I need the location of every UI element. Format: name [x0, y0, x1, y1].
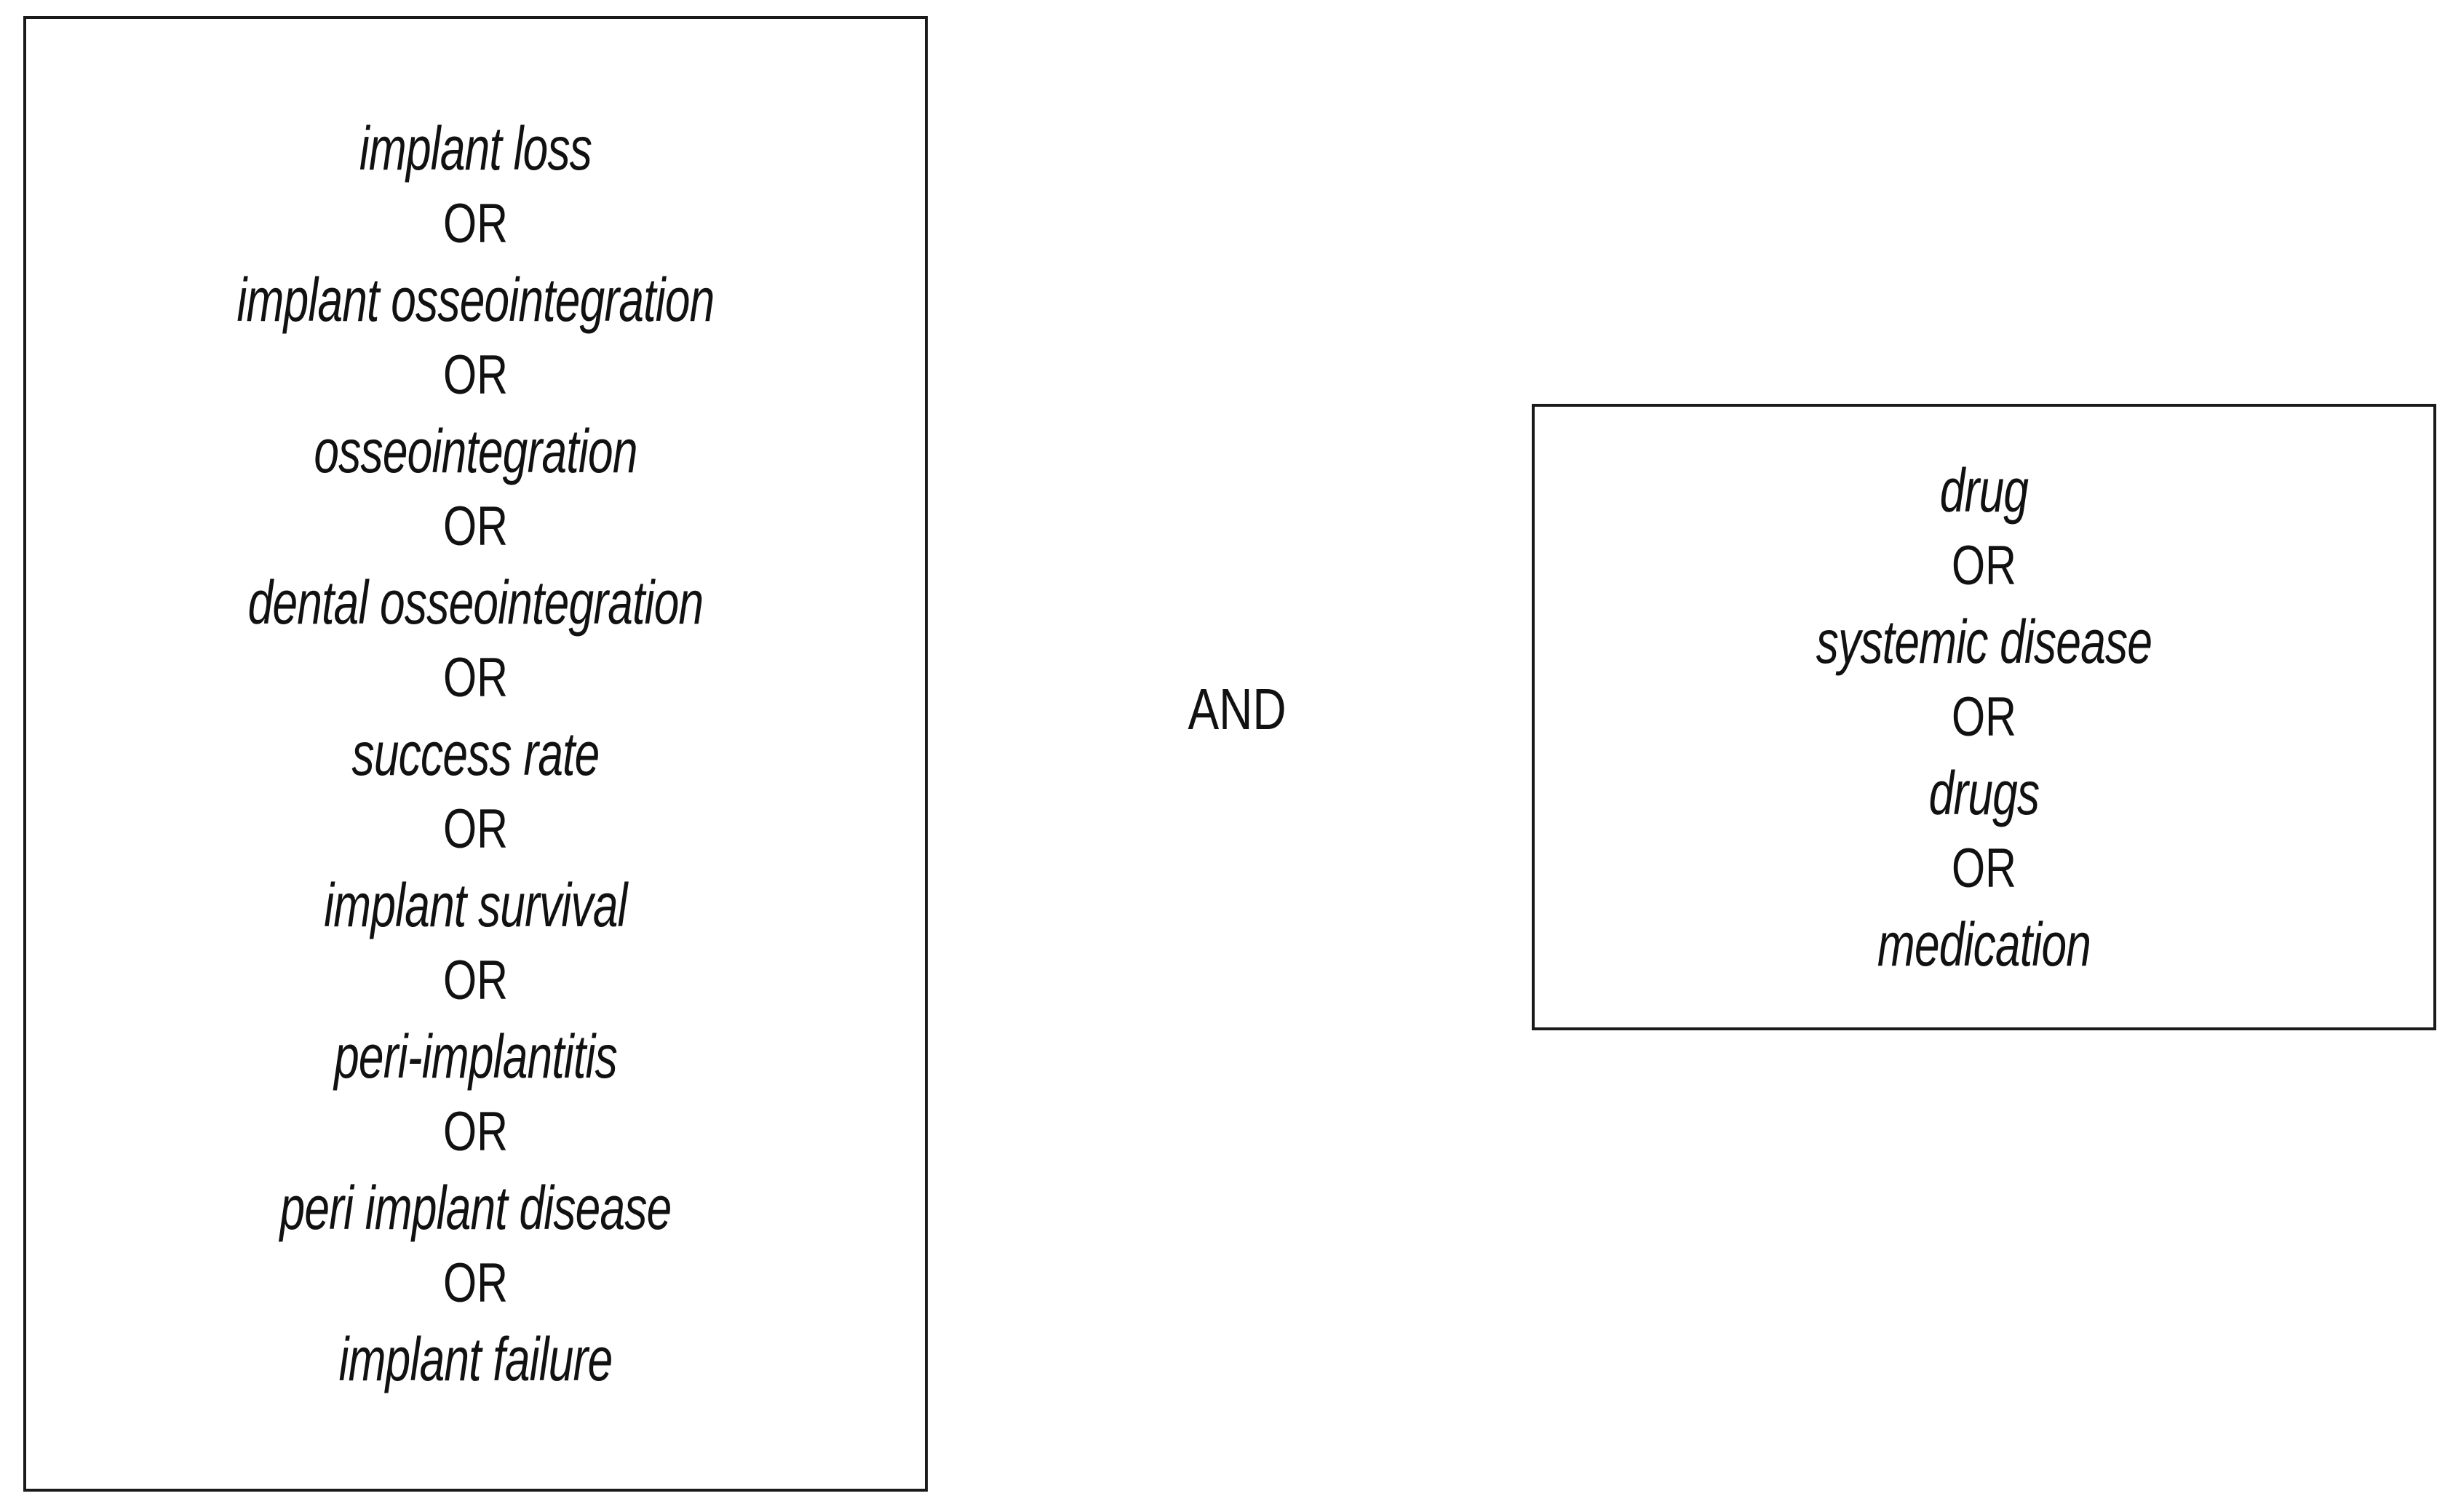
- query-term: implant loss: [359, 114, 592, 183]
- query-term: peri implant disease: [279, 1174, 672, 1242]
- query-term: dental osseointegration: [247, 568, 704, 637]
- boolean-operator-or: OR: [443, 798, 508, 860]
- boolean-operator-or: OR: [1952, 837, 2016, 899]
- boolean-operator-or: OR: [443, 496, 508, 557]
- boolean-operator-or: OR: [443, 344, 508, 406]
- query-group-implant-outcome: implant loss OR implant osseointegration…: [23, 16, 928, 1492]
- boolean-operator-or: OR: [443, 647, 508, 709]
- boolean-operator-or: OR: [443, 1101, 508, 1163]
- query-term: osseointegration: [314, 417, 637, 485]
- query-term: drug: [1939, 455, 2029, 525]
- query-term: systemic disease: [1816, 607, 2152, 676]
- query-term: implant survival: [324, 871, 627, 939]
- query-term: medication: [1877, 910, 2091, 979]
- query-term: peri-implantitis: [334, 1022, 618, 1091]
- query-group-drug-disease: drug OR systemic disease OR drugs OR med…: [1532, 404, 2436, 1030]
- boolean-operator-or: OR: [1952, 685, 2016, 748]
- boolean-operator-or: OR: [443, 193, 508, 255]
- boolean-operator-or: OR: [1952, 534, 2016, 597]
- query-term: implant osseointegration: [236, 266, 715, 334]
- boolean-operator-or: OR: [443, 1252, 508, 1314]
- boolean-operator-and: AND: [1188, 677, 1287, 741]
- boolean-operator-or: OR: [443, 950, 508, 1011]
- query-term: drugs: [1928, 758, 2040, 827]
- query-term: implant failure: [338, 1325, 613, 1393]
- query-term: success rate: [351, 720, 600, 788]
